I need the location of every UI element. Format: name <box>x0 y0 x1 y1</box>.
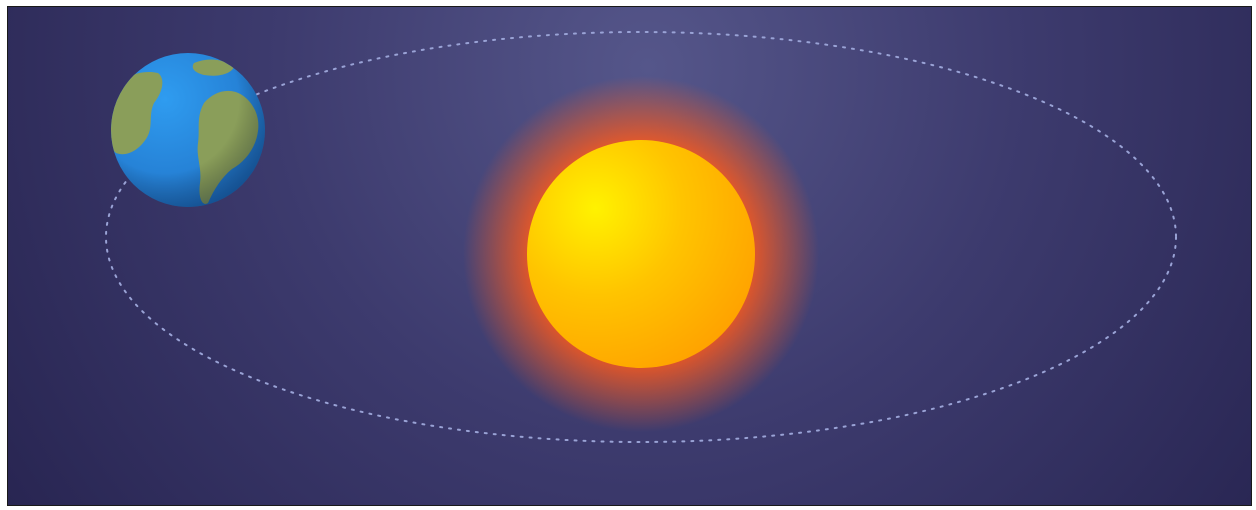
sun <box>527 140 755 368</box>
sun-earth-orbit-diagram <box>8 7 1251 505</box>
sun-icon <box>463 76 819 432</box>
earth-shading <box>111 53 265 207</box>
diagram-frame <box>7 6 1252 506</box>
